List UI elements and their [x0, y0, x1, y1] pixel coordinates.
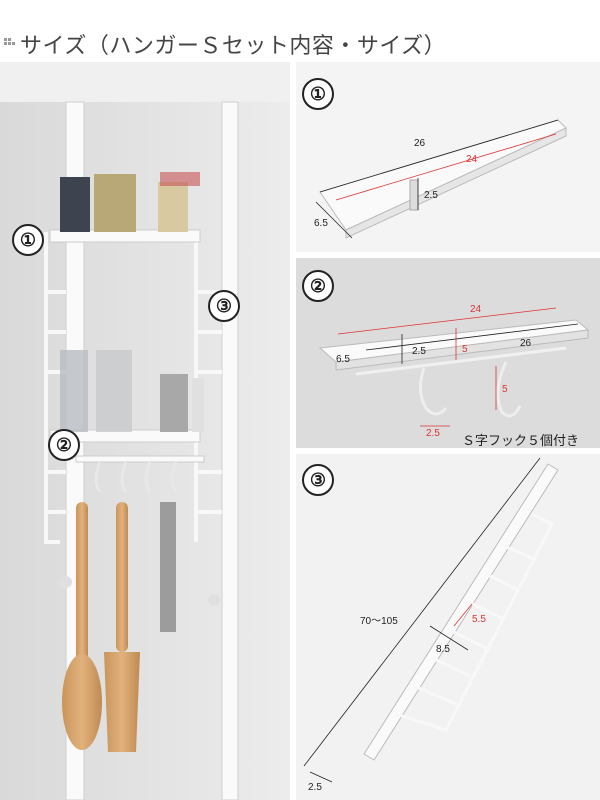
dim-inner-length: 24 — [466, 154, 478, 165]
hanger-rack-illustration — [0, 62, 290, 800]
dim-height: 2.5 — [412, 346, 426, 357]
dim-inner-length: 24 — [470, 304, 482, 315]
dim-height: 2.5 — [424, 190, 438, 201]
shelf-label-2: ② — [48, 429, 80, 461]
dim-depth: 6.5 — [314, 218, 328, 229]
dim-hook-width: 2.5 — [426, 428, 440, 439]
panel-part-3: ③ 70〜105 5.5 8.5 2.5 — [296, 454, 600, 800]
dim-outer-length: 26 — [414, 138, 426, 149]
dim-outer-length: 26 — [520, 338, 532, 349]
panel-part-1: ① 26 24 2.5 6.5 — [296, 62, 600, 252]
dim-rung-spacing: 5.5 — [472, 614, 486, 625]
page-header: サイズ（ハンガーＳセット内容・サイズ） — [0, 0, 600, 62]
part-badge-2: ② — [302, 270, 334, 302]
side-frame-diagram — [303, 457, 559, 783]
panel-part-2: ② 24 26 6.5 2.5 5 5 2.5 Ｓ字フック５個付き — [296, 258, 600, 448]
hook-caption: Ｓ字フック５個付き — [462, 433, 580, 448]
shelf-1-diagram — [315, 119, 567, 239]
shelf-2-diagram — [318, 307, 590, 427]
dim-hook-drop: 5 — [502, 384, 508, 395]
dim-hook-height: 5 — [462, 344, 468, 355]
shelf-label-1: ① — [12, 224, 44, 256]
dim-depth: 6.5 — [336, 354, 350, 365]
grid-dots-icon — [4, 38, 16, 48]
dim-pole-length: 70〜105 — [360, 616, 398, 627]
side-frame-label-3: ③ — [208, 290, 240, 322]
product-photo: ① ③ ② — [0, 62, 290, 800]
part-badge-3: ③ — [302, 464, 334, 496]
part-badge-1: ① — [302, 78, 334, 110]
dim-pole-diameter: 2.5 — [308, 782, 322, 793]
dim-frame-width: 8.5 — [436, 644, 450, 655]
page-title: サイズ（ハンガーＳセット内容・サイズ） — [20, 34, 447, 59]
